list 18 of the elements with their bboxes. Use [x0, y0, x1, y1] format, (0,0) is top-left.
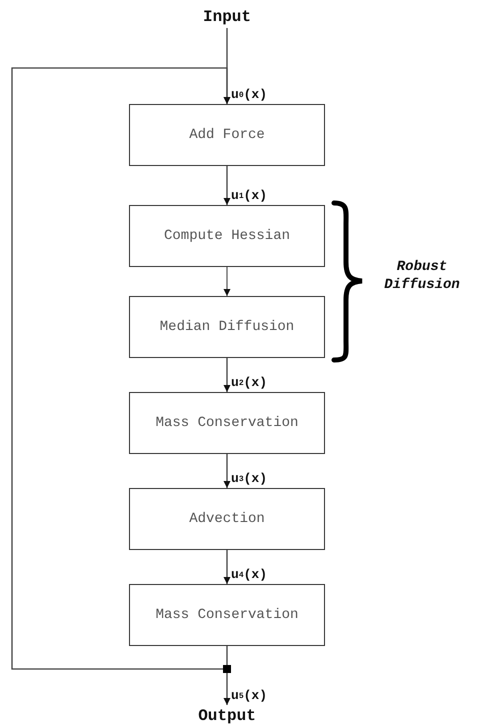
terminal-label: Input: [187, 6, 267, 28]
process-box: Add Force: [129, 104, 325, 166]
junction-square: [223, 665, 231, 673]
arrow: [224, 673, 230, 705]
arrow: [224, 166, 230, 205]
arrow: [224, 454, 230, 488]
arrow: [224, 358, 230, 392]
arrow: [224, 266, 230, 296]
process-box: Median Diffusion: [129, 296, 325, 358]
terminal-label: Output: [182, 705, 272, 727]
process-box: Mass Conservation: [129, 392, 325, 454]
process-box: Compute Hessian: [129, 205, 325, 267]
connector-line: [226, 646, 228, 665]
group-label: Robust Diffusion: [383, 258, 461, 294]
arrow: [224, 550, 230, 584]
arrow: [11, 67, 230, 670]
process-box: Advection: [129, 488, 325, 550]
process-box: Mass Conservation: [129, 584, 325, 646]
